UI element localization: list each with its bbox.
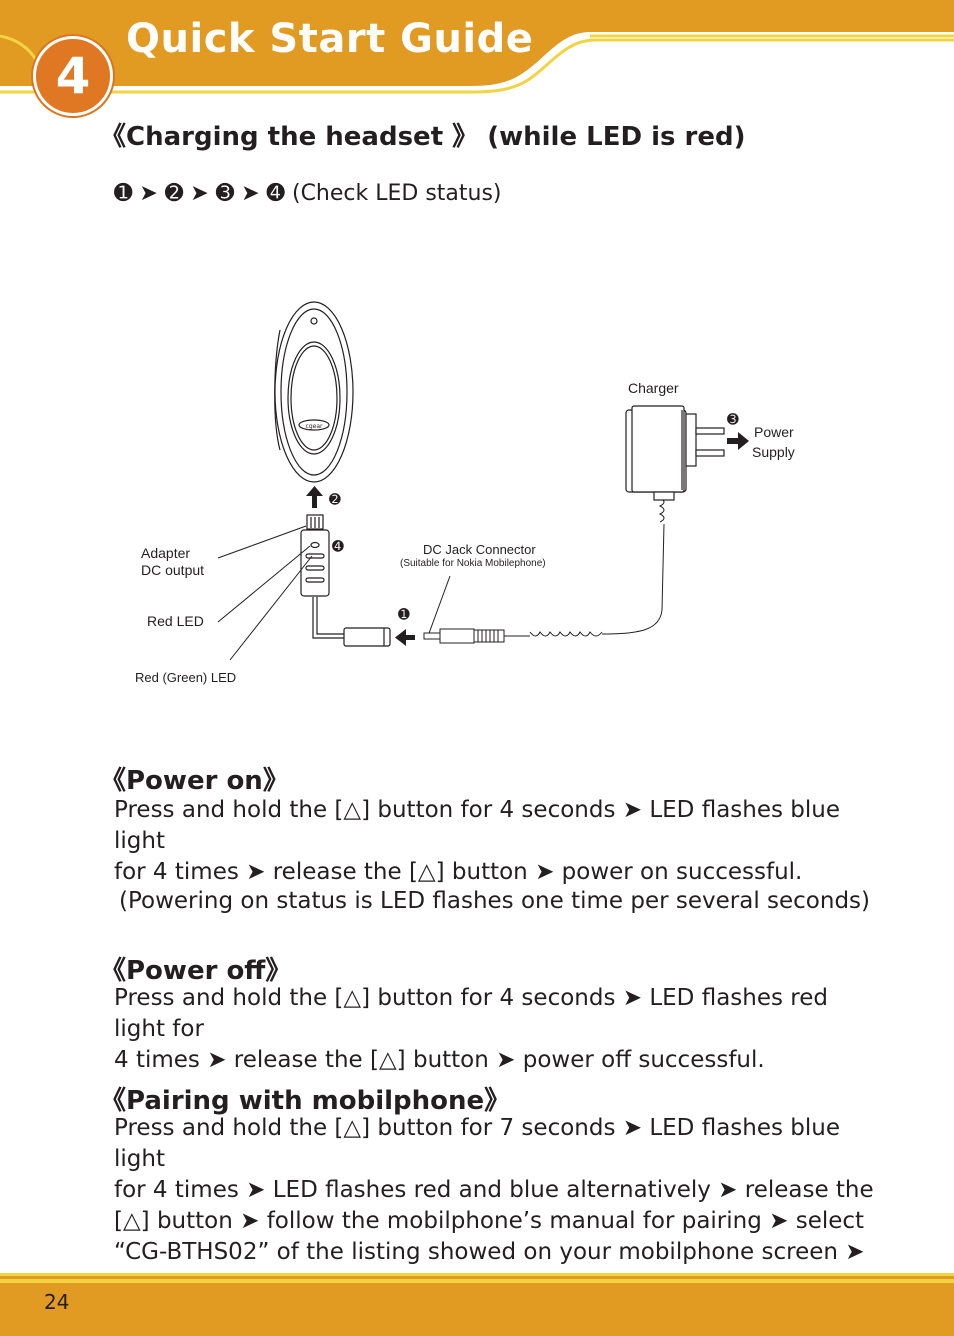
header-banner	[0, 0, 954, 94]
arrow-up-icon	[306, 486, 323, 508]
dc-jack-note: (Suitable for Nokia Mobilephone)	[400, 558, 546, 569]
power-off-line-1: Press and hold the [△] button for 4 seco…	[114, 985, 828, 1042]
page-number: 24	[44, 1290, 70, 1314]
page-title: Quick Start Guide	[126, 16, 534, 62]
supply-label: Supply	[752, 444, 795, 460]
power-off-line-2: 4 times ➤ release the [△] button ➤ power…	[114, 1047, 765, 1073]
step-2-marker: ➋	[329, 492, 341, 508]
footer-stripe	[0, 1279, 954, 1283]
pairing-line-3: [△] button ➤ follow the mobilphone’s man…	[114, 1208, 865, 1234]
dc-output-label: DC output	[141, 562, 205, 578]
power-on-note: (Powering on status is LED flashes one t…	[119, 886, 889, 917]
pairing-title: 《Pairing with mobilphone》	[100, 1086, 511, 1116]
pairing-line-1: Press and hold the [△] button for 7 seco…	[114, 1115, 841, 1172]
adapter-label: Adapter	[141, 545, 191, 561]
headset-illustration	[274, 301, 354, 483]
arrow-right-icon	[727, 432, 749, 450]
power-label: Power	[754, 424, 794, 440]
footer-band	[0, 1276, 954, 1336]
power-on-text: Press and hold the [△] button for 4 seco…	[114, 795, 884, 888]
arrow-left-icon	[395, 629, 415, 646]
headset-brand-label: cgear	[306, 423, 323, 430]
step-4-marker: ➍	[332, 539, 344, 555]
dc-jack-label: DC Jack Connector	[423, 542, 536, 557]
step-number-badge: 4	[33, 36, 113, 116]
power-on-title: 《Power on》	[100, 766, 289, 796]
charging-steps: ➊ ➤ ➋ ➤ ➌ ➤ ➍ (Check LED status)	[114, 181, 502, 206]
charging-section-title: 《Charging the headset 》 (while LED is re…	[100, 122, 746, 152]
step-3-marker: ➌	[727, 412, 739, 428]
red-green-led-label: Red (Green) LED	[135, 670, 237, 685]
power-on-note-text: (Powering on status is LED flashes one t…	[119, 888, 871, 914]
power-on-line-2: for 4 times ➤ release the [△] button ➤ p…	[114, 859, 803, 885]
charger-illustration	[625, 405, 725, 501]
red-led-label: Red LED	[147, 613, 204, 629]
adapter-illustration	[300, 514, 391, 647]
label-leader-lines	[217, 525, 451, 661]
power-off-text: Press and hold the [△] button for 4 seco…	[114, 983, 884, 1076]
charger-label: Charger	[628, 380, 679, 396]
power-on-line-1: Press and hold the [△] button for 4 seco…	[114, 797, 841, 854]
pairing-line-2: for 4 times ➤ LED flashes red and blue a…	[114, 1177, 874, 1203]
pairing-text: Press and hold the [△] button for 7 seco…	[114, 1113, 884, 1299]
charging-diagram: cgear ➋ ➍ ➊	[217, 301, 749, 661]
power-off-title: 《Power off》	[100, 956, 292, 986]
step-1-marker: ➊	[398, 607, 410, 623]
footer-stripe-top	[0, 1273, 954, 1276]
dc-jack-illustration	[423, 497, 665, 644]
